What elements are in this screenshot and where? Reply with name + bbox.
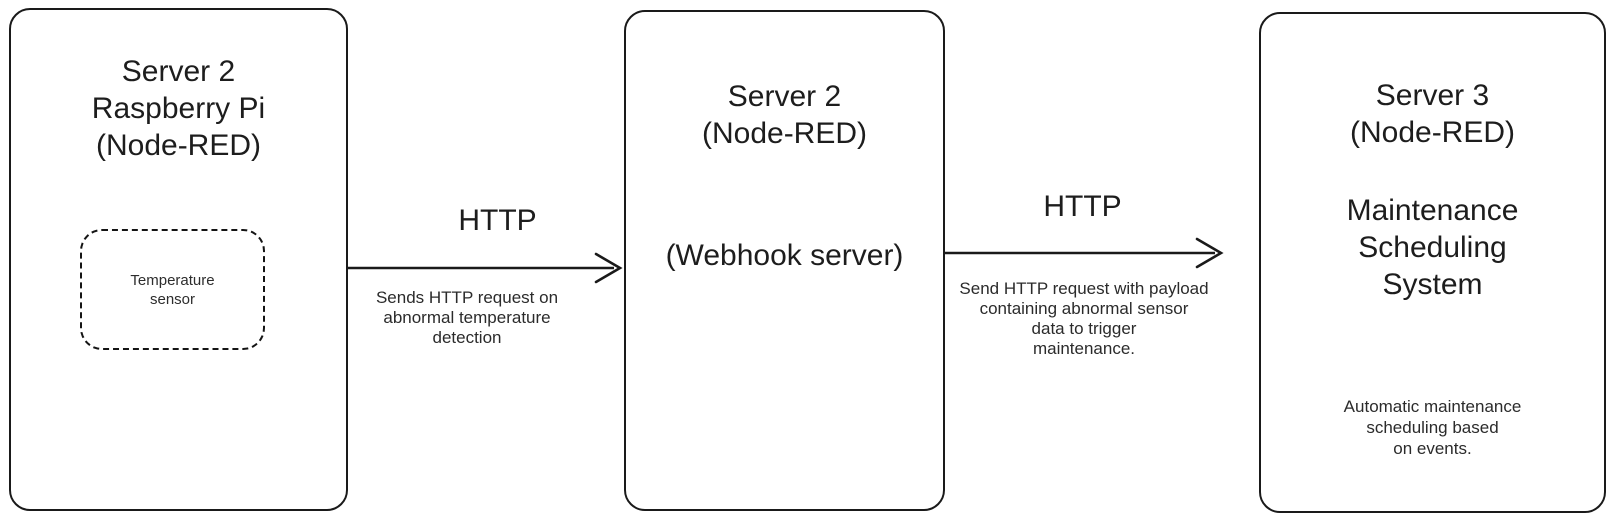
edge-2-caption: Send HTTP request with payload containin… <box>959 279 1209 358</box>
edge-1-label: HTTP <box>458 204 537 237</box>
node-server-2-raspberry-pi[interactable]: Server 2 Raspberry Pi (Node-RED) Tempera… <box>9 8 348 511</box>
node-server-2-webhook[interactable]: Server 2 (Node-RED) (Webhook server) <box>624 10 945 511</box>
node-3-note: Automatic maintenance scheduling based o… <box>1343 397 1522 458</box>
edge-1-caption: Sends HTTP request on abnormal temperatu… <box>375 288 559 347</box>
edge-2-label: HTTP <box>1043 190 1122 223</box>
arrow-1-head <box>594 252 623 284</box>
arrow-http-node2-to-node3 <box>941 221 1231 290</box>
arrow-2-svg <box>943 237 1224 269</box>
node-server-3-maintenance[interactable]: Server 3 (Node-RED) Maintenance Scheduli… <box>1259 12 1606 513</box>
arrow-2-head <box>1195 237 1224 269</box>
temperature-sensor-label: Temperature sensor <box>130 271 215 308</box>
node-1-title: Server 2 Raspberry Pi (Node-RED) <box>91 55 266 162</box>
node-2-subtitle: (Webhook server) <box>665 239 904 272</box>
arrow-http-node1-to-node2 <box>344 236 629 305</box>
arrow-1-svg <box>346 252 623 284</box>
node-3-title: Server 3 (Node-RED) <box>1349 79 1516 149</box>
node-3-subtitle: Maintenance Scheduling System <box>1346 194 1519 301</box>
node-2-title: Server 2 (Node-RED) <box>701 80 868 150</box>
temperature-sensor-box[interactable]: Temperature sensor <box>80 229 265 350</box>
